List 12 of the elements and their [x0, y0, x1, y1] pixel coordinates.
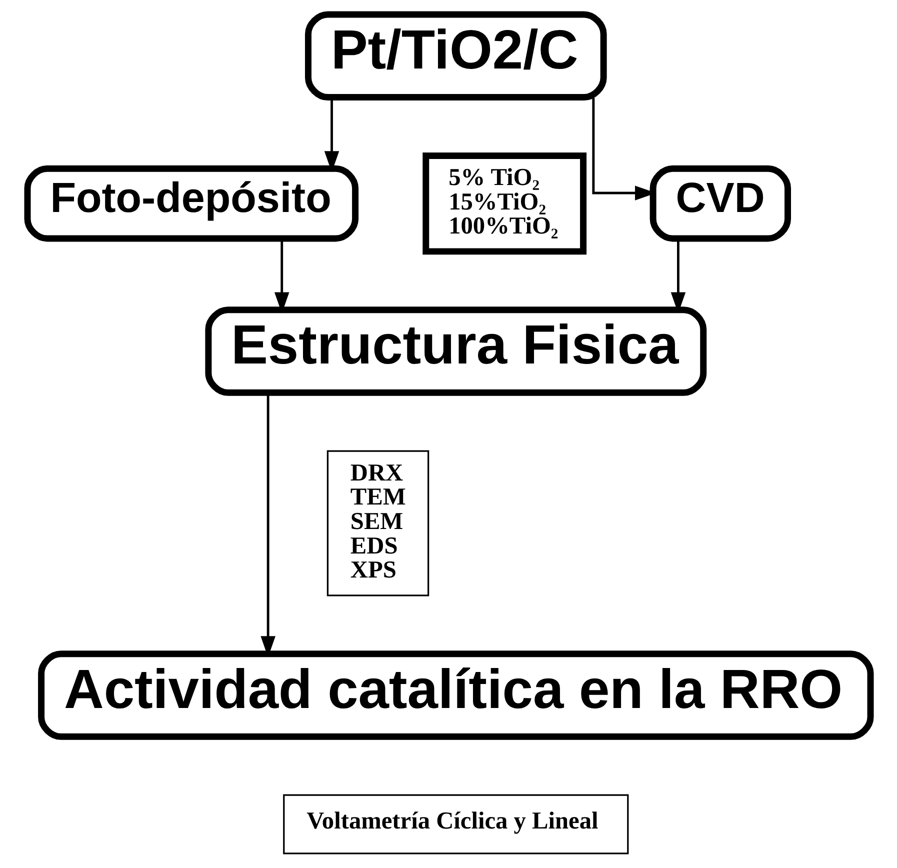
node-box: Actividad catalítica en la RRO	[38, 650, 874, 740]
node-box: Estructura Fisica	[204, 306, 706, 396]
arrow	[260, 392, 275, 658]
arrow	[324, 98, 339, 172]
node-box: DRX TEM SEM EDS XPS	[326, 450, 429, 596]
node-box: Pt/TiO2/C	[304, 11, 606, 101]
arrow	[274, 238, 289, 314]
node-box: Voltametría Cíclica y Lineal	[282, 794, 628, 854]
arrow	[670, 238, 686, 314]
node-box: CVD	[649, 165, 790, 242]
node-box: 5% TiO₂ 15%TiO₂ 100%TiO₂	[422, 152, 586, 255]
node-box: Foto-depósito	[24, 165, 358, 242]
